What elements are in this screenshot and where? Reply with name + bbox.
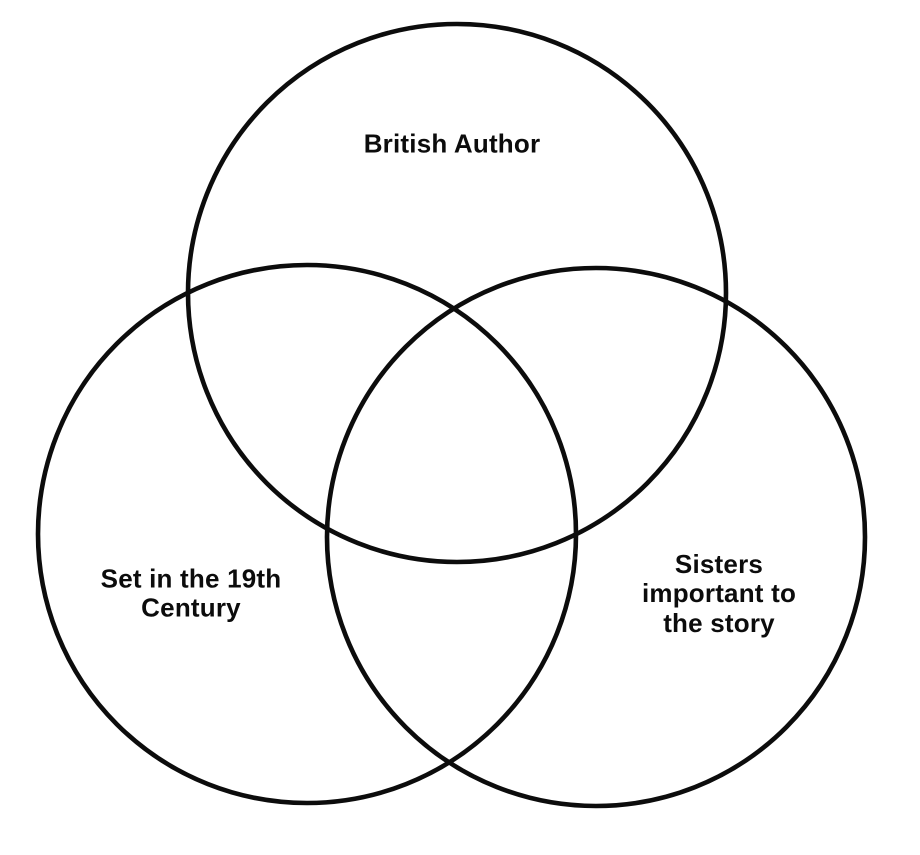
- circle-british-author: [185, 21, 729, 565]
- label-british-author: British Author: [363, 128, 541, 159]
- label-set-in-19th-century: Set in the 19th Century: [100, 563, 282, 624]
- label-line: important to: [641, 578, 797, 609]
- label-line: Set in the 19th: [100, 563, 282, 594]
- label-line: Sisters: [674, 548, 764, 579]
- label-line: Century: [141, 593, 241, 623]
- label-line: British Author: [363, 128, 541, 159]
- label-line: the story: [663, 607, 775, 638]
- label-sisters-important: Sisters important to the story: [641, 548, 797, 638]
- circle-sisters-important: [324, 265, 868, 809]
- circle-set-in-19th-century: [35, 262, 579, 806]
